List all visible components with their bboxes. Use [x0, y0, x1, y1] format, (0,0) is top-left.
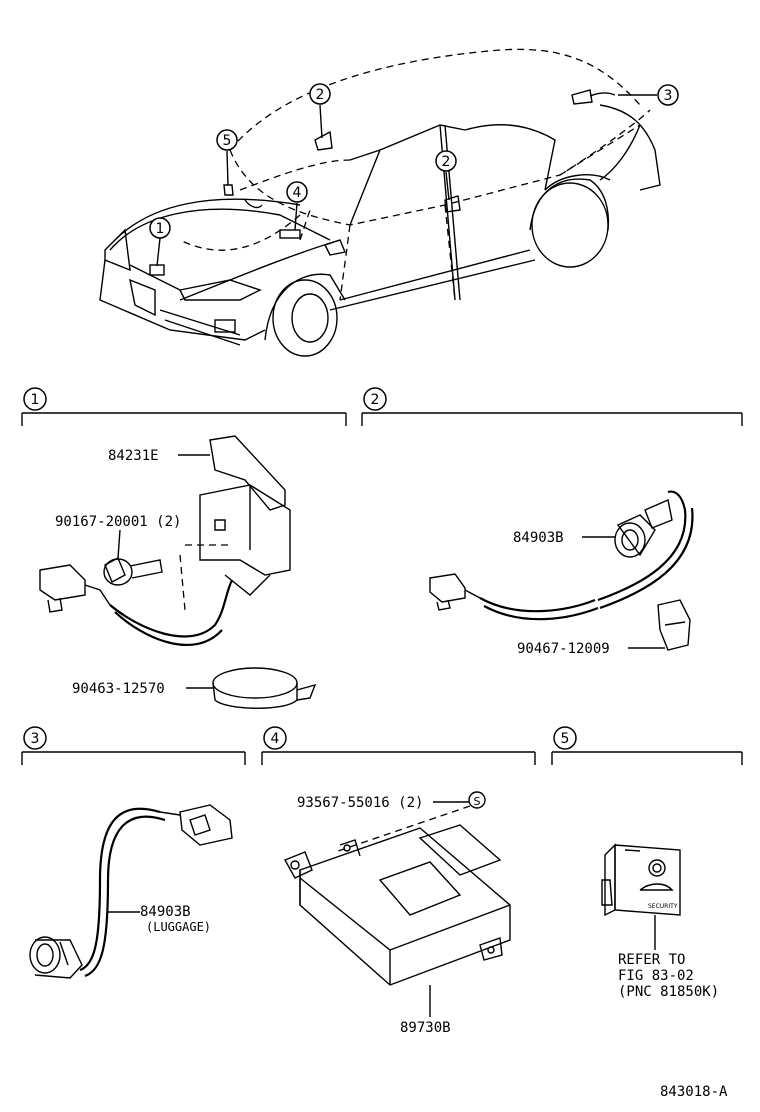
car-callout-2-roof: 2 — [309, 83, 331, 105]
car-callout-3: 3 — [657, 84, 679, 106]
car-callout-5: 5 — [216, 129, 238, 151]
svg-text:2: 2 — [442, 154, 451, 170]
svg-text:4: 4 — [271, 731, 280, 747]
section-2-badge — [363, 387, 387, 411]
svg-text:1: 1 — [156, 221, 165, 237]
section-4-badge — [263, 726, 287, 750]
section-1-badge — [23, 387, 47, 411]
car-callout-2-door: 2 — [435, 150, 457, 172]
security-switch-text: SECURITY — [648, 903, 678, 910]
svg-text:3: 3 — [31, 731, 40, 747]
svg-text:2: 2 — [316, 87, 325, 103]
section-2: 2 84903B 90467-12009 — [361, 387, 743, 657]
car-callout-4: 4 — [286, 181, 308, 203]
label-luggage: (LUGGAGE) — [146, 920, 211, 934]
label-90167-20001: 90167-20001 (2) — [55, 514, 181, 530]
label-fig-83-02: FIG 83-02 — [618, 968, 694, 984]
svg-text:4: 4 — [293, 185, 302, 201]
label-89730B: 89730B — [400, 1020, 451, 1036]
svg-text:S: S — [474, 795, 481, 808]
section-5-badge — [553, 726, 577, 750]
svg-text:1: 1 — [31, 392, 40, 408]
section-3-badge — [23, 726, 47, 750]
svg-text:2: 2 — [371, 392, 380, 408]
label-93567-55016: 93567-55016 (2) — [297, 795, 423, 811]
label-pnc-81850K: (PNC 81850K) — [618, 984, 719, 1000]
section-5: 5 SECURITY REFER TO FIG 83-02 (PNC 81850… — [551, 726, 743, 1000]
svg-text:3: 3 — [664, 88, 673, 104]
svg-text:5: 5 — [223, 133, 232, 149]
label-84903B-section2: 84903B — [513, 530, 564, 546]
section-4: 4 S 93567-55016 (2) 89730B — [261, 726, 536, 1036]
car-illustration: 1 2 2 3 4 5 — [99, 48, 679, 357]
section-1: 1 84231E 90167-20001 (2) 90463-12570 — [21, 387, 347, 709]
figure-id: 843018-A — [660, 1084, 728, 1100]
label-84903B-section3: 84903B — [140, 904, 191, 920]
section-3: 3 84903B (LUGGAGE) — [21, 726, 246, 979]
label-84231E: 84231E — [108, 448, 159, 464]
svg-text:5: 5 — [561, 731, 570, 747]
label-refer-to: REFER TO — [618, 952, 685, 968]
car-callout-1: 1 — [149, 217, 171, 239]
label-90467-12009: 90467-12009 — [517, 641, 610, 657]
label-90463-12570: 90463-12570 — [72, 681, 165, 697]
